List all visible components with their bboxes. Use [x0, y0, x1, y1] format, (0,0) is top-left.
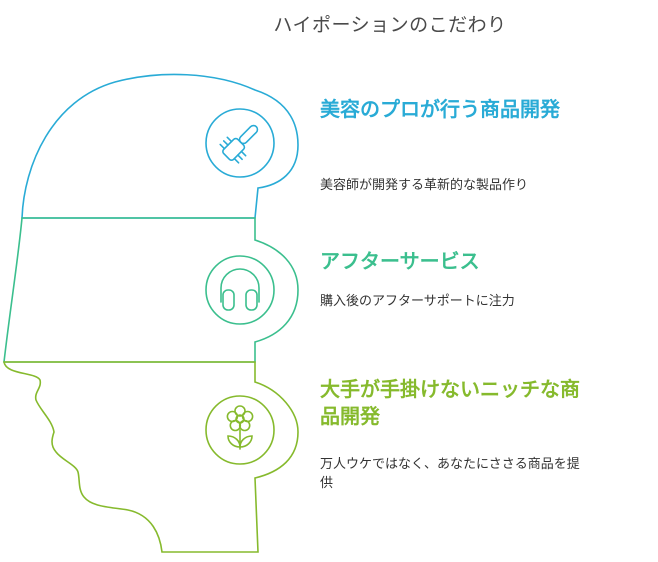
section-heading-after-service: アフターサービス: [320, 249, 480, 273]
head-bottom-segment: [3, 361, 299, 553]
icon-circle-1: [205, 108, 275, 178]
section-heading-niche-products: 大手が手掛けないニッチな商品開発: [320, 377, 580, 428]
head-top-segment: [21, 73, 299, 219]
section-description-after-service: 購入後のアフターサポートに注力: [320, 294, 515, 309]
icon-circle-3: [205, 395, 275, 465]
icon-circle-2: [205, 255, 275, 325]
section-description-product-development: 美容師が開発する革新的な製品作り: [320, 178, 529, 193]
flower-icon: [226, 405, 254, 450]
head-middle-segment: [3, 217, 299, 363]
page-title: ハイポーションのこだわり: [273, 14, 507, 36]
hair-brush-icon: [219, 124, 259, 164]
section-heading-product-development: 美容のプロが行う商品開発: [320, 97, 560, 121]
section-description-niche-products: 万人ウケではなく、あなたにささる商品を提供: [320, 457, 580, 491]
headphones-icon: [220, 268, 260, 311]
